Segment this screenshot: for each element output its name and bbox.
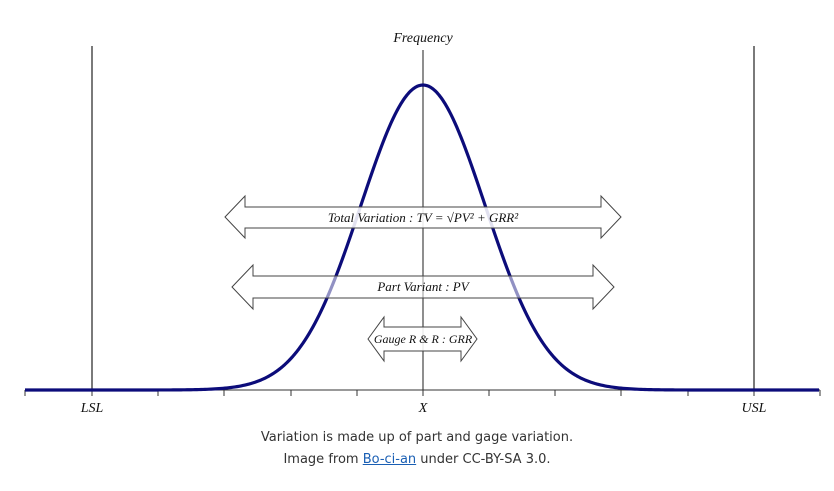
lsl-label: LSL [80,401,104,416]
total-variation-arrow: Total Variation : TV = √PV² + GRR² [224,194,622,240]
figure-caption: Variation is made up of part and gage va… [0,427,834,471]
caption-suffix: under CC-BY-SA 3.0. [416,452,551,467]
caption-line-1: Variation is made up of part and gage va… [260,430,574,445]
part-variant-arrow: Part Variant : PV [231,263,615,311]
mean-label: X [418,401,428,416]
author-link[interactable]: Bo-ci-an [362,452,417,467]
caption-line-2: Image from Bo-ci-an under CC-BY-SA 3.0. [0,449,834,471]
variation-diagram: Total Variation : TV = √PV² + GRR² Part … [24,31,821,416]
usl-label: USL [742,401,767,416]
total-variation-label: Total Variation : TV = √PV² + GRR² [328,210,519,225]
frequency-label: Frequency [392,31,453,46]
distribution-curve [25,83,819,392]
part-variant-label: Part Variant : PV [376,279,470,294]
gauge-rr-arrow: Gauge R & R : GRR [367,315,478,363]
gauge-rr-label: Gauge R & R : GRR [374,332,473,346]
caption-prefix: Image from [283,452,363,467]
